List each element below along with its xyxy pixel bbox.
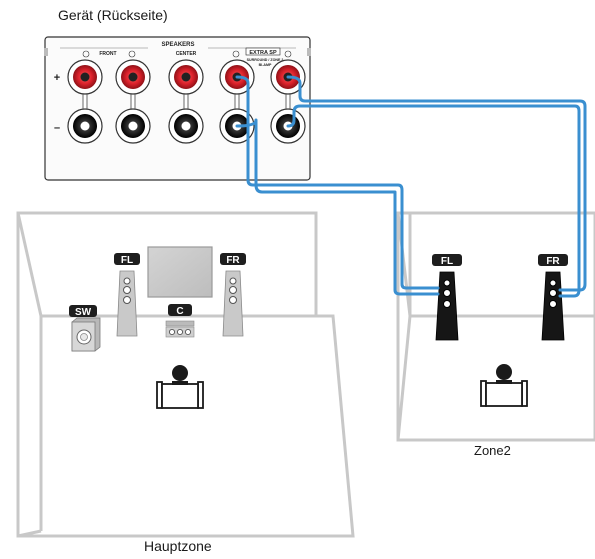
cable-zone2-fr-plus xyxy=(286,75,587,292)
main-fl-speaker: FL xyxy=(114,253,140,337)
speaker-cables xyxy=(235,75,587,298)
front-r-mark xyxy=(82,50,90,58)
center-label: CENTER xyxy=(176,51,197,57)
center-speaker-label: C xyxy=(176,306,183,317)
extra-sp-sub-label: SURROUND / ZONE 2 xyxy=(247,58,284,62)
speakers-label: SPEAKERS xyxy=(161,42,194,48)
device-rear-title: Gerät (Rückseite) xyxy=(58,7,168,23)
center-speaker: C xyxy=(165,304,195,338)
terminal-center xyxy=(168,59,204,144)
cable-zone2-fr-minus xyxy=(286,104,581,298)
speaker-terminal-panel: SPEAKERS CENTER FRONT EXTRA SP SURROUND … xyxy=(44,36,311,181)
terminal-front-l xyxy=(115,59,151,144)
listener-icon-zone2 xyxy=(480,364,528,407)
tv-screen xyxy=(147,246,213,298)
front-l-mark xyxy=(128,50,136,58)
extra-sp-biamp-label: BI-AMP xyxy=(259,63,272,67)
zone2-fr-speaker: FR xyxy=(538,254,568,341)
listener-icon-main xyxy=(156,365,204,409)
main-fr-label: FR xyxy=(226,255,240,266)
extra-l-mark xyxy=(284,50,292,58)
minus-sign: – xyxy=(54,122,60,134)
zone2-fl-speaker: FL xyxy=(432,254,462,341)
extra-sp-label: EXTRA SP xyxy=(249,50,277,56)
cable-zone2-fl-plus xyxy=(235,75,440,290)
cable-zone2-fl-minus xyxy=(235,118,440,296)
subwoofer: SW xyxy=(69,305,101,352)
main-zone-caption: Hauptzone xyxy=(144,538,212,554)
main-fl-label: FL xyxy=(121,255,133,266)
main-fr-speaker: FR xyxy=(220,253,246,337)
terminal-front-r xyxy=(67,59,103,144)
front-label: FRONT xyxy=(99,51,116,57)
extra-r-mark xyxy=(232,50,240,58)
zone2-caption: Zone2 xyxy=(474,443,511,458)
zone2-fl-label: FL xyxy=(441,256,453,267)
subwoofer-label: SW xyxy=(75,307,92,318)
plus-sign: + xyxy=(54,72,60,84)
zone2-fr-label: FR xyxy=(546,256,560,267)
